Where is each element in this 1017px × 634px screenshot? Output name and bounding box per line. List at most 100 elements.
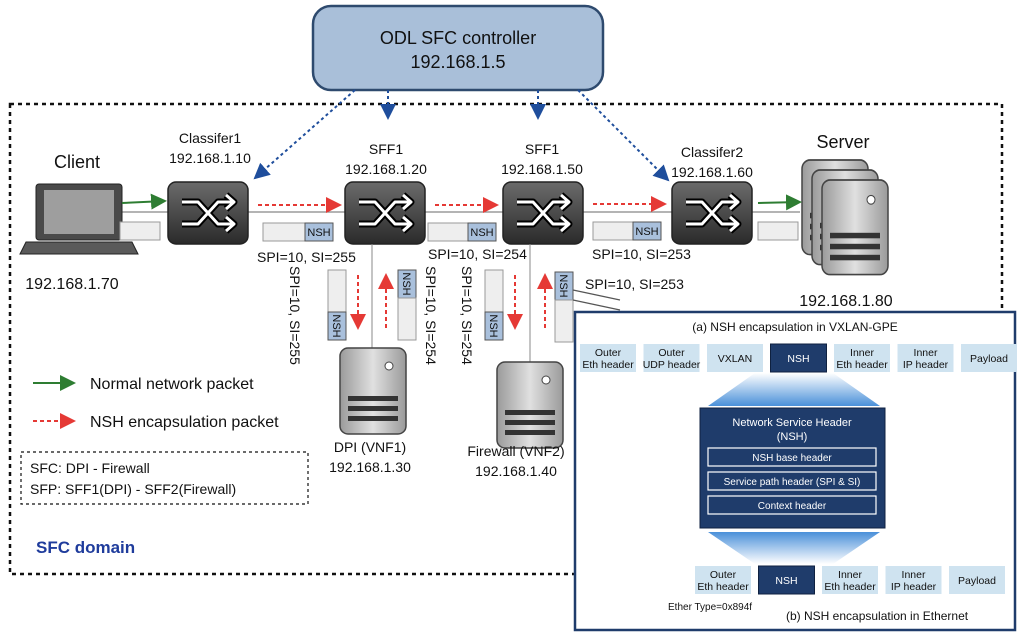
header-cell-label: Inner xyxy=(838,569,862,581)
header-cell-label: Payload xyxy=(958,575,996,587)
normal-packet-arrow-out xyxy=(757,194,802,211)
spi-label-v3: SPI=10, SI=254 xyxy=(459,266,475,365)
nsh-packet-v2: NSH xyxy=(397,269,417,341)
normal-packet-arrow-in xyxy=(121,193,167,210)
nsh-field: Context header xyxy=(707,495,877,515)
nsh-box-title-2: (NSH) xyxy=(777,431,808,443)
header-cell-label: IP header xyxy=(891,581,937,593)
nsh-field-label: NSH base header xyxy=(752,453,832,464)
nsh-encapsulation-panel: (a) NSH encapsulation in VXLAN-GPE Outer… xyxy=(573,310,1017,632)
server-ip: 192.168.1.80 xyxy=(799,293,893,310)
spi-label-h3: SPI=10, SI=253 xyxy=(592,246,691,262)
header-cell-label: UDP header xyxy=(643,359,701,371)
header-cell-label: Eth header xyxy=(836,359,888,371)
header-cell-label: NSH xyxy=(787,353,809,365)
dpi-ip: 192.168.1.30 xyxy=(329,459,411,475)
classifier2-ip: 192.168.1.60 xyxy=(671,164,753,180)
ether-type-label: Ether Type=0x894f xyxy=(668,602,752,613)
server-label: Server xyxy=(816,132,869,152)
panel-callout xyxy=(572,289,621,311)
header-cell-label: Payload xyxy=(970,353,1008,365)
panel-title-b: (b) NSH encapsulation in Ethernet xyxy=(786,609,969,623)
header-cell-label: NSH xyxy=(775,575,797,587)
dpi-label: DPI (VNF1) xyxy=(334,439,406,455)
nsh-packet-v1: NSH xyxy=(327,269,347,341)
spi-label-h2: SPI=10, SI=254 xyxy=(428,246,527,262)
header-cell-label: Outer xyxy=(710,569,737,581)
header-cell-label: IP header xyxy=(903,359,949,371)
nsh-arrows-vertical xyxy=(350,273,553,330)
funnel-up xyxy=(708,532,880,564)
header-cell-nsh: NSH xyxy=(758,565,815,595)
sfc-info-box: SFC: DPI - Firewall SFP: SFF1(DPI) - SFF… xyxy=(20,451,309,505)
nsh-packet-v4: NSH xyxy=(554,271,574,343)
firewall-ip: 192.168.1.40 xyxy=(475,463,557,479)
sfc-line: SFC: DPI - Firewall xyxy=(30,460,150,476)
controller-links xyxy=(253,89,670,182)
header-cell-label: Eth header xyxy=(582,359,634,371)
sfc-domain-label: SFC domain xyxy=(36,538,135,557)
sff-a-ip: 192.168.1.20 xyxy=(345,161,427,177)
header-cell: Payload xyxy=(949,566,1005,594)
spi-label-h4: SPI=10, SI=253 xyxy=(585,276,684,292)
nsh-tag: NSH xyxy=(487,314,499,337)
header-cell-label: Eth header xyxy=(697,581,749,593)
plain-packet xyxy=(119,221,161,241)
header-cell-label: Eth header xyxy=(824,581,876,593)
nsh-tag: NSH xyxy=(330,314,342,337)
controller-title: ODL SFC controller xyxy=(380,28,536,48)
nsh-field-label: Service path header (SPI & SI) xyxy=(724,477,861,488)
nsh-packet-h3: NSH xyxy=(592,221,662,241)
spi-label-v1: SPI=10, SI=255 xyxy=(287,266,303,365)
classifier2-label: Classifer2 xyxy=(681,144,743,160)
funnel-down xyxy=(708,373,880,406)
header-cell-nsh: NSH xyxy=(770,343,827,373)
header-cell-label: Outer xyxy=(595,347,622,359)
nsh-field-label: Context header xyxy=(758,501,827,512)
client-ip: 192.168.1.70 xyxy=(25,276,119,293)
plain-packet xyxy=(757,221,799,241)
sff-a-label: SFF1 xyxy=(369,141,403,157)
spi-label-v2: SPI=10, SI=254 xyxy=(423,266,439,365)
nsh-packet-h2: NSH xyxy=(427,222,497,242)
client-laptop-icon xyxy=(19,183,139,255)
sff-b-label: SFF1 xyxy=(525,141,559,157)
panel-title-a: (a) NSH encapsulation in VXLAN-GPE xyxy=(692,320,897,334)
nsh-field: NSH base header xyxy=(707,447,877,467)
nsh-tag: NSH xyxy=(557,274,569,297)
nsh-tag: NSH xyxy=(307,227,330,239)
spi-label-h1: SPI=10, SI=255 xyxy=(257,249,356,265)
header-cell: Payload xyxy=(961,344,1017,372)
nsh-packet-v3: NSH xyxy=(484,269,504,341)
firewall-label: Firewall (VNF2) xyxy=(467,443,564,459)
header-cell: VXLAN xyxy=(707,344,763,372)
header-cell-label: VXLAN xyxy=(718,353,752,365)
nsh-tag: NSH xyxy=(400,272,412,295)
header-cell-label: Inner xyxy=(850,347,874,359)
nsh-packet-h1: NSH xyxy=(262,222,334,242)
sff-b-ip: 192.168.1.50 xyxy=(501,161,583,177)
sff-b-switch-icon xyxy=(503,182,583,244)
nsh-arrows-horizontal xyxy=(258,196,667,213)
header-cell-label: Inner xyxy=(902,569,926,581)
header-cell-label: Outer xyxy=(658,347,685,359)
dpi-server-icon xyxy=(339,347,407,435)
nsh-tag: NSH xyxy=(635,226,658,238)
sfp-line: SFP: SFF1(DPI) - SFF2(Firewall) xyxy=(30,481,236,497)
classifier1-label: Classifer1 xyxy=(179,130,241,146)
server-stack-icon xyxy=(801,159,889,276)
classifier1-switch-icon xyxy=(168,182,248,244)
classifier2-switch-icon xyxy=(672,182,752,244)
nsh-box-title-1: Network Service Header xyxy=(732,417,852,429)
controller-ip: 192.168.1.5 xyxy=(410,52,505,72)
classifier1-ip: 192.168.1.10 xyxy=(169,150,251,166)
